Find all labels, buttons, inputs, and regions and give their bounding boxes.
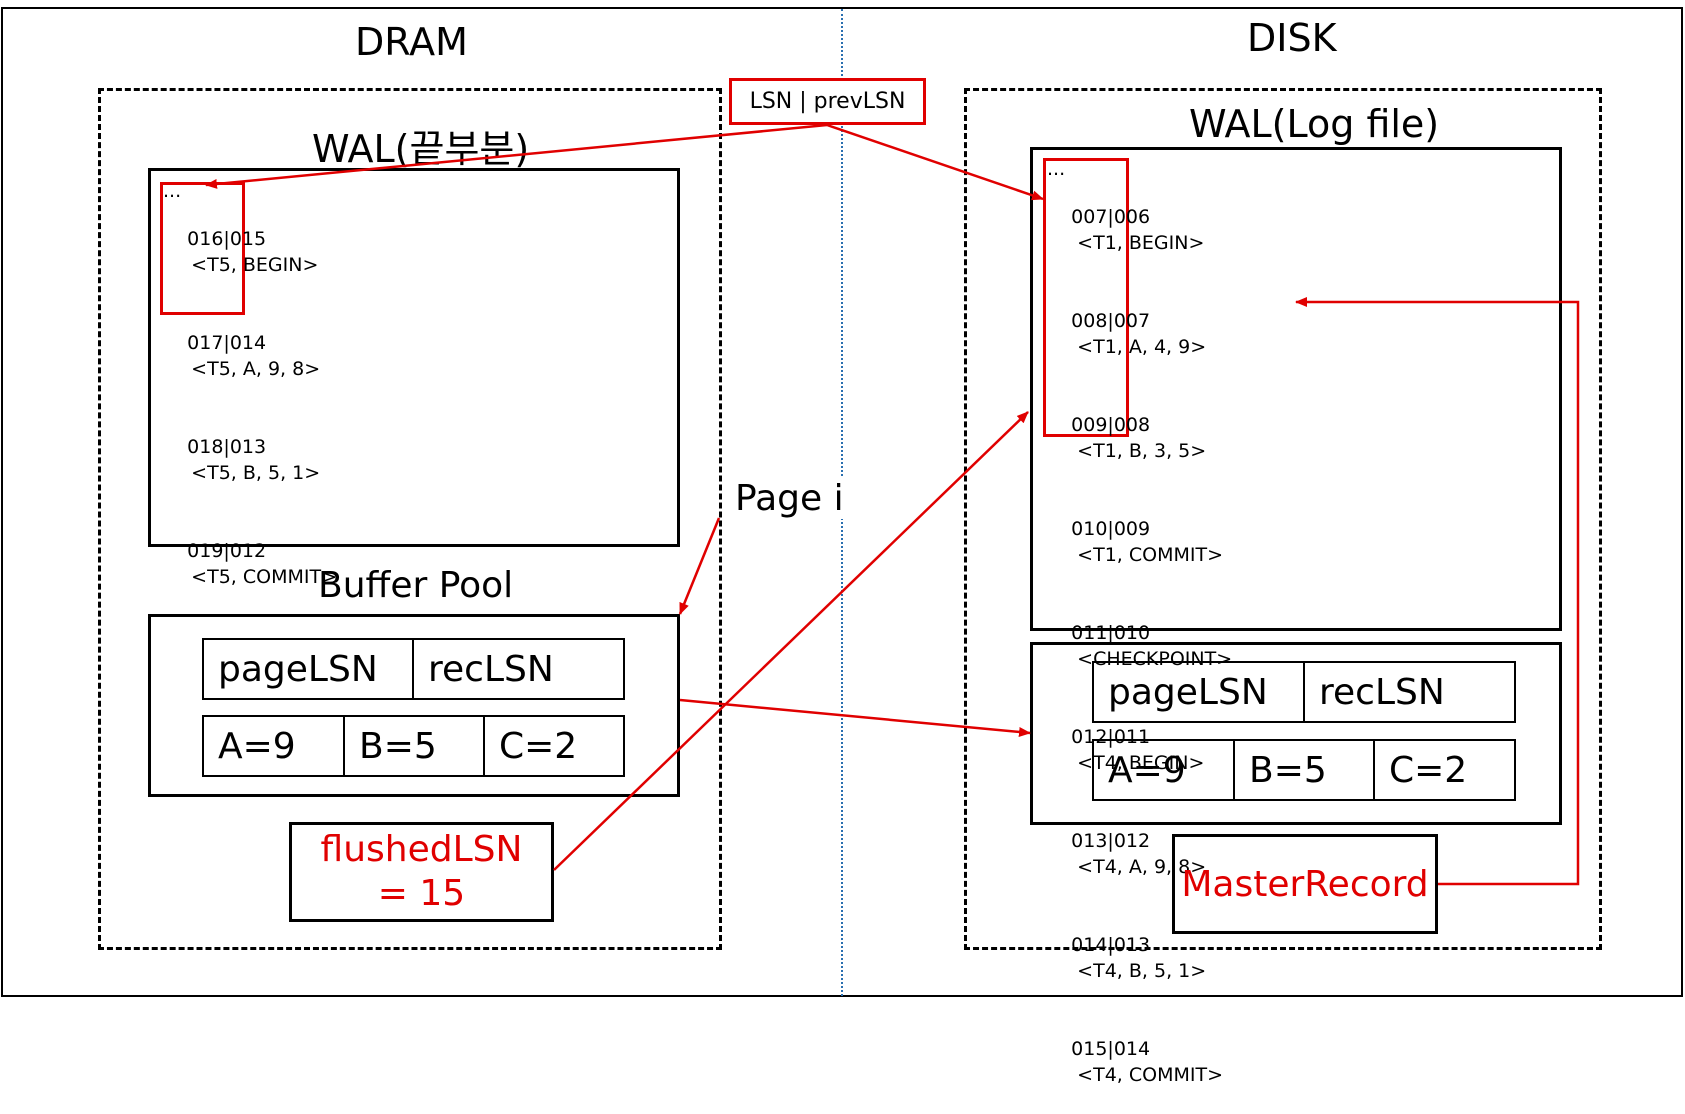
dram-wal-entries: ... 016|015 <T5, BEGIN> 017|014 <T5, A, … [163, 182, 337, 616]
diagram-frame [1, 7, 1683, 997]
disk-reclsn-cell: recLSN [1303, 661, 1516, 723]
disk-c-cell: C=2 [1373, 739, 1516, 801]
wal-lsn: 012|011 [1071, 726, 1151, 748]
disk-pagelsn-label: pageLSN [1108, 671, 1268, 713]
lsn-prevlsn-legend: LSN | prevLSN [729, 78, 926, 125]
disk-a-cell: A=9 [1092, 739, 1235, 801]
dram-pagelsn-cell: pageLSN [202, 638, 414, 700]
wal-lsn: 017|014 [187, 332, 267, 354]
dram-wal-entry: 019|012 <T5, COMMIT> [163, 512, 337, 616]
wal-record: <T1, COMMIT> [1077, 544, 1224, 566]
master-record-box: MasterRecord [1172, 834, 1438, 934]
dram-c-value: C=2 [499, 725, 578, 767]
disk-wal-entry: 015|014 <T4, COMMIT> [1047, 1010, 1232, 1114]
disk-heading: DISK [1247, 16, 1337, 60]
wal-lsn: 016|015 [187, 228, 267, 250]
wal-lsn: 009|008 [1071, 414, 1151, 436]
dram-a-value: A=9 [218, 725, 296, 767]
disk-b-cell: B=5 [1233, 739, 1375, 801]
disk-wal-entries: ... 007|006 <T1, BEGIN> 008|007 <T1, A, … [1047, 160, 1232, 1114]
buffer-pool-title: Buffer Pool [318, 565, 514, 606]
wal-record: <T1, A, 4, 9> [1077, 336, 1207, 358]
disk-wal-entry: 010|009 <T1, COMMIT> [1047, 490, 1232, 594]
dram-lsn-column-highlight [160, 182, 245, 315]
disk-c-value: C=2 [1389, 749, 1468, 791]
page-label: Page i [735, 478, 844, 519]
dram-reclsn-label: recLSN [428, 648, 554, 690]
flushed-lsn-box: flushedLSN = 15 [289, 822, 554, 922]
wal-lsn: 018|013 [187, 436, 267, 458]
disk-wal-entry: 009|008 <T1, B, 3, 5> [1047, 386, 1232, 490]
wal-record: <T5, BEGIN> [191, 254, 319, 276]
disk-wal-entry: 012|011 <T4, BEGIN> [1047, 698, 1232, 802]
dram-c-cell: C=2 [483, 715, 625, 777]
wal-record: <T4, COMMIT> [1077, 1064, 1224, 1086]
flushed-lsn-label: flushedLSN [320, 829, 523, 870]
wal-record: <CHECKPOINT> [1077, 648, 1233, 670]
wal-lsn: 007|006 [1071, 206, 1151, 228]
wal-lsn: 008|007 [1071, 310, 1151, 332]
disk-pagelsn-cell: pageLSN [1092, 661, 1305, 723]
wal-lsn: 015|014 [1071, 1038, 1151, 1060]
disk-wal-entry: 007|006 <T1, BEGIN> [1047, 178, 1232, 282]
disk-wal-entry: 011|010 <CHECKPOINT> [1047, 594, 1232, 698]
dram-pagelsn-label: pageLSN [218, 648, 378, 690]
disk-wal-entry: 013|012 <T4, A, 9, 8> [1047, 802, 1232, 906]
dram-heading: DRAM [355, 20, 468, 64]
dram-wal-entry: 018|013 <T5, B, 5, 1> [163, 408, 337, 512]
wal-lsn: 010|009 [1071, 518, 1151, 540]
dram-b-value: B=5 [359, 725, 437, 767]
wal-record: <T1, BEGIN> [1077, 232, 1205, 254]
wal-record: <T5, A, 9, 8> [191, 358, 321, 380]
disk-reclsn-label: recLSN [1319, 671, 1445, 713]
disk-a-value: A=9 [1108, 749, 1186, 791]
dram-wal-title: WAL(끝부분) [312, 127, 530, 171]
disk-wal-entry: 008|007 <T1, A, 4, 9> [1047, 282, 1232, 386]
dram-b-cell: B=5 [343, 715, 485, 777]
wal-record: <T4, A, 9, 8> [1077, 856, 1207, 878]
disk-wal-ellipsis: ... [1047, 158, 1066, 180]
wal-lsn: 011|010 [1071, 622, 1151, 644]
wal-record: <T4, BEGIN> [1077, 752, 1205, 774]
wal-lsn: 014|013 [1071, 934, 1151, 956]
flushed-lsn-value: = 15 [377, 873, 466, 914]
wal-record: <T5, COMMIT> [191, 566, 338, 588]
wal-lsn: 013|012 [1071, 830, 1151, 852]
wal-lsn: 019|012 [187, 540, 267, 562]
disk-lsn-column-highlight [1043, 158, 1129, 437]
wal-record: <T5, B, 5, 1> [191, 462, 321, 484]
lsn-prevlsn-legend-text: LSN | prevLSN [749, 89, 906, 114]
disk-wal-entry: 014|013 <T4, B, 5, 1> [1047, 906, 1232, 1010]
wal-record: <T4, B, 5, 1> [1077, 960, 1207, 982]
dram-reclsn-cell: recLSN [412, 638, 625, 700]
wal-record: <T1, B, 3, 5> [1077, 440, 1207, 462]
dram-wal-entry: 017|014 <T5, A, 9, 8> [163, 304, 337, 408]
dram-wal-ellipsis: ... [163, 180, 182, 202]
master-record-label: MasterRecord [1181, 863, 1429, 905]
disk-b-value: B=5 [1249, 749, 1327, 791]
dram-wal-entry: 016|015 <T5, BEGIN> [163, 200, 337, 304]
disk-wal-title: WAL(Log file) [1189, 102, 1440, 146]
dram-a-cell: A=9 [202, 715, 345, 777]
